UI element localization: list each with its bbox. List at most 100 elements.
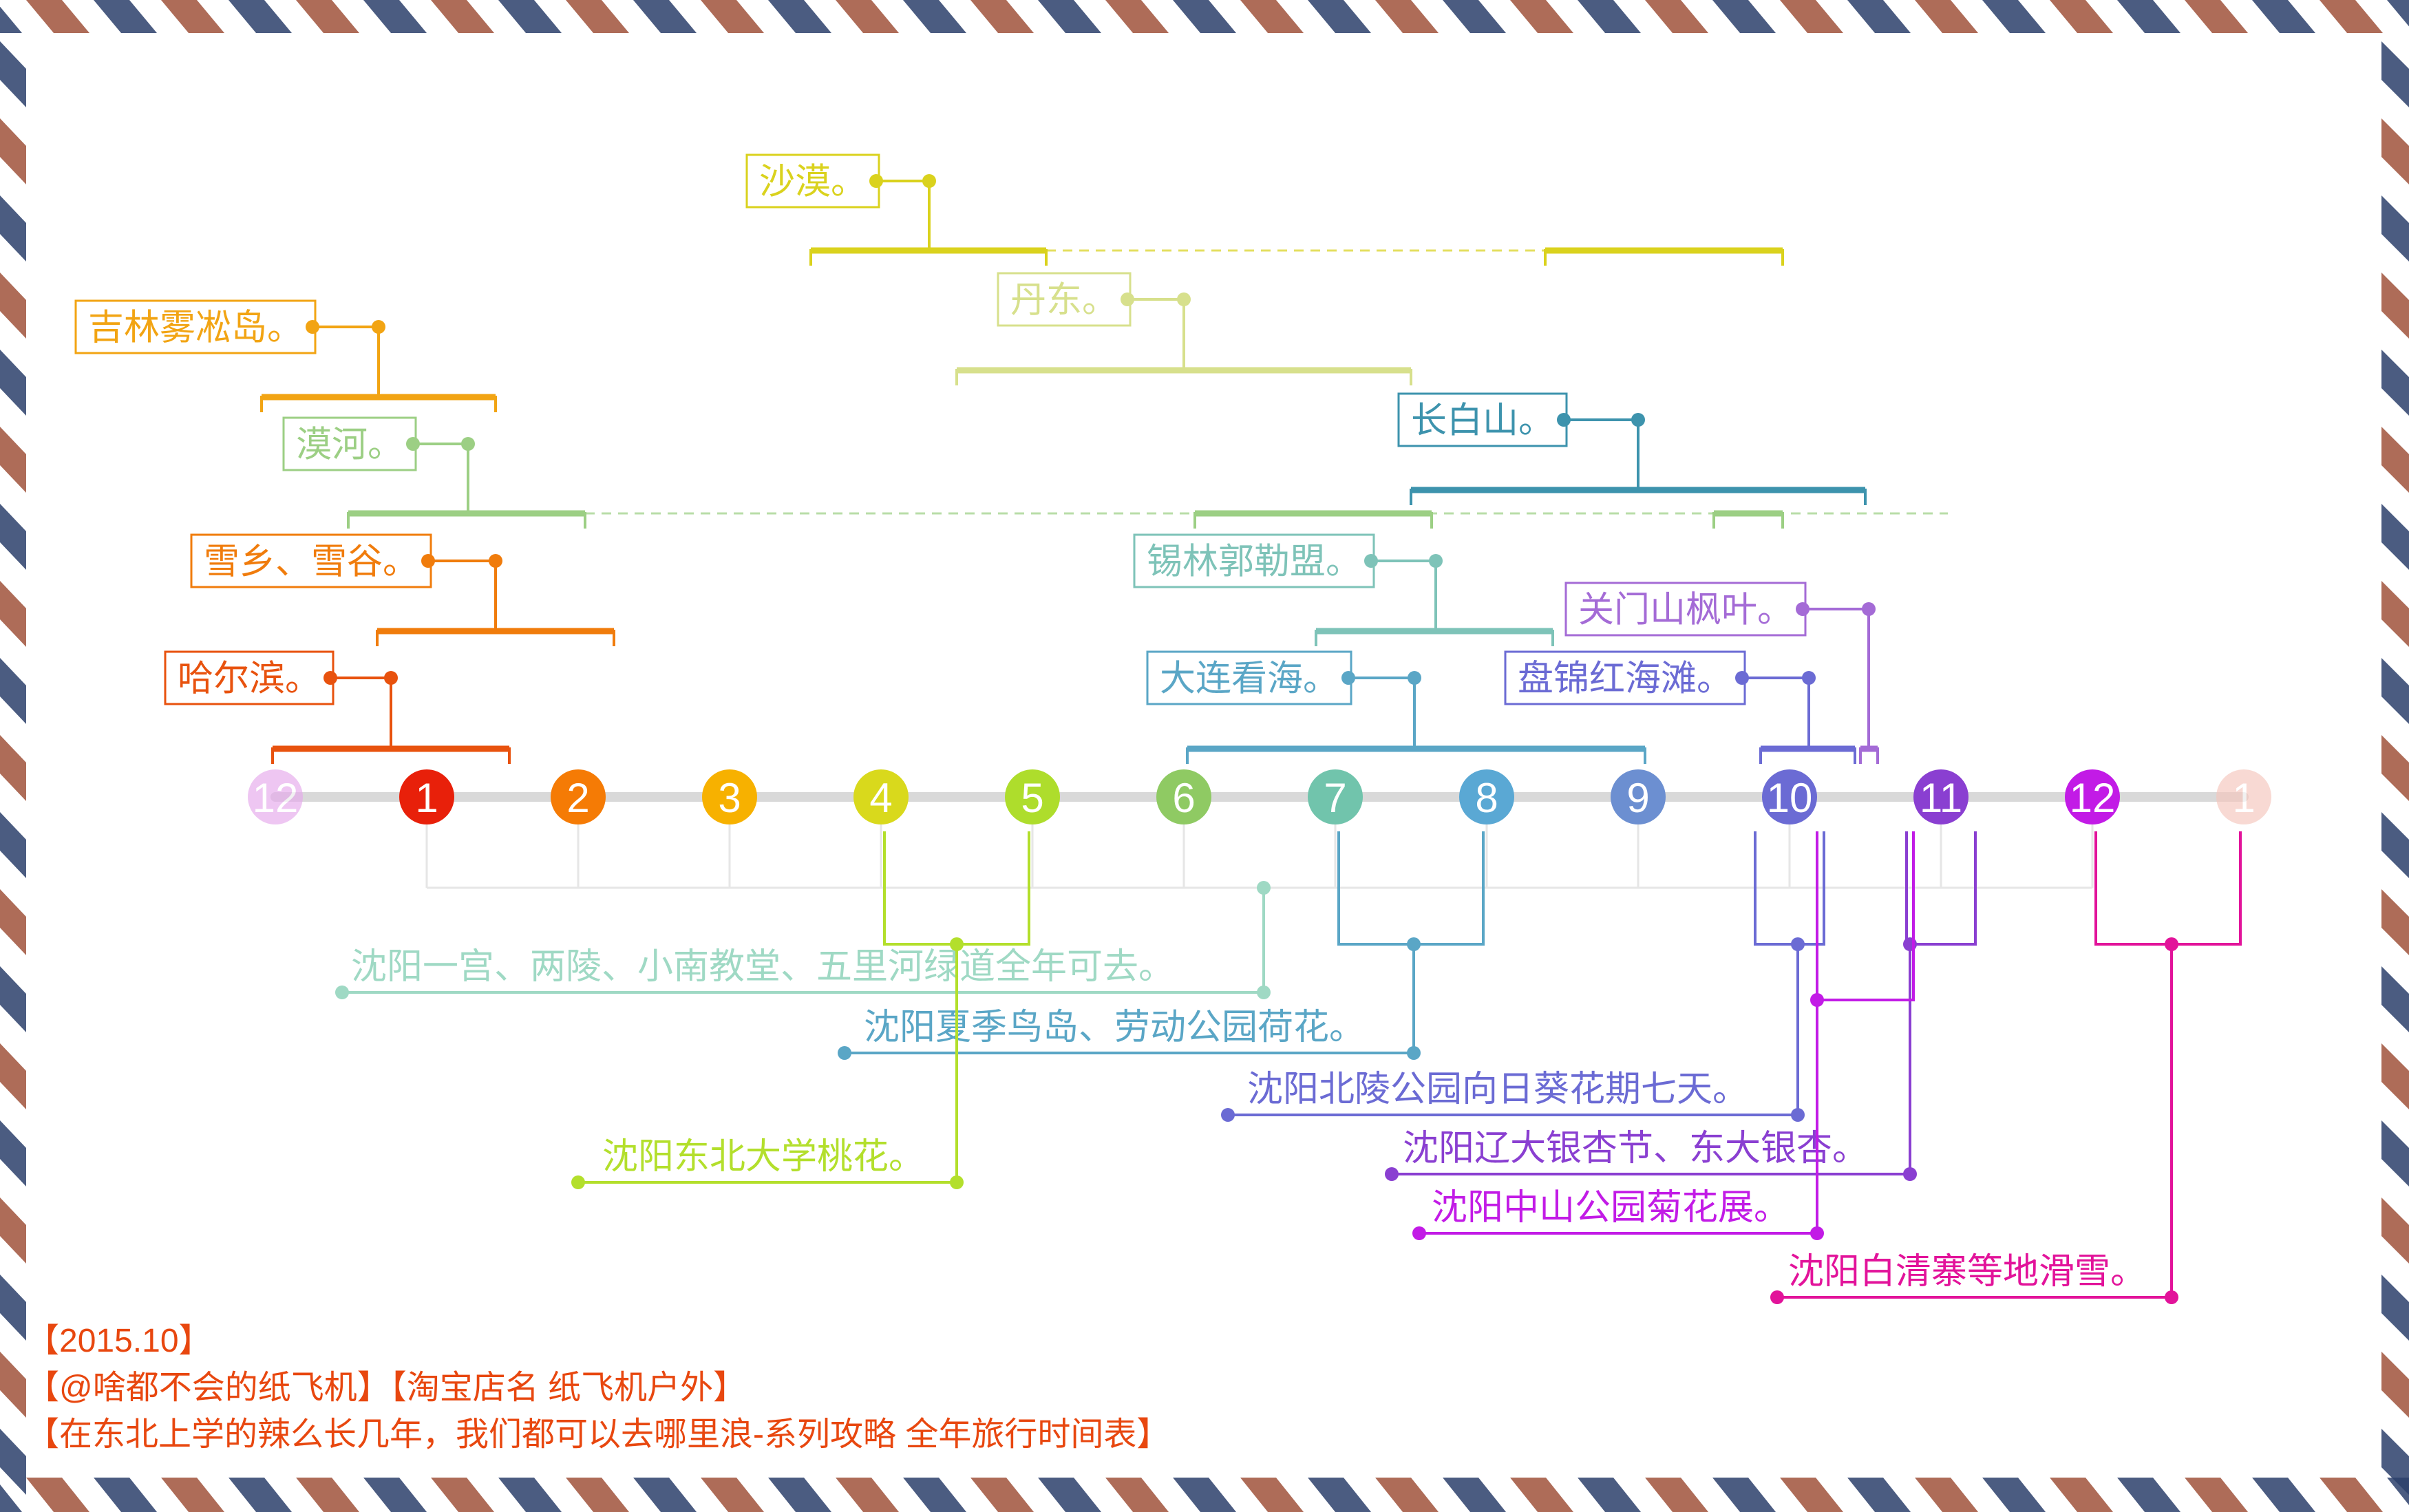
border-stripe-top [701, 0, 764, 33]
footer-author: 【@啥都不会的纸飞机】【淘宝店名 纸飞机户外】 [26, 1370, 747, 1406]
border-stripe-left [0, 1275, 26, 1341]
border-stripe-top [94, 0, 157, 33]
border-stripe-top [1443, 0, 1506, 33]
border-stripe-right [2381, 812, 2409, 878]
border-stripe-bottom [431, 1478, 494, 1512]
border-stripe-top [566, 0, 629, 33]
month-circle [2216, 769, 2271, 824]
month-circle [1156, 769, 1211, 824]
destination-label: 沈阳北陵公园向日葵花期七天。 [1247, 1069, 1748, 1110]
destination-label: 哈尔滨。 [178, 659, 321, 700]
border-stripe-top [1712, 0, 1776, 33]
connector-dot [571, 1175, 585, 1189]
footer-date: 【2015.10】 [26, 1323, 212, 1359]
border-stripe-bottom [768, 1478, 831, 1512]
border-stripe-left [0, 735, 26, 801]
month-circle [1611, 769, 1666, 824]
border-stripe-bottom [1982, 1478, 2046, 1512]
upper-destination: 沙漠。 [745, 153, 1784, 266]
month-circle [2065, 769, 2120, 824]
border-stripe-bottom [1578, 1478, 1641, 1512]
border-stripe-left [0, 273, 26, 339]
border-stripe-right [2381, 735, 2409, 801]
border-stripe-top [1375, 0, 1439, 33]
border-stripe-top [431, 0, 494, 33]
upper-destination: 哈尔滨。 [164, 650, 511, 764]
border-stripe-top [2050, 0, 2113, 33]
month-label: 10 [1767, 775, 1813, 821]
month-label: 2 [566, 775, 589, 821]
month-marker: 12 [248, 769, 303, 824]
month-marker: 9 [1611, 769, 1666, 824]
destination-label: 雪乡、雪谷。 [204, 542, 418, 583]
destination-box [74, 299, 317, 354]
border-stripe-right [2381, 195, 2409, 262]
month-label: 3 [718, 775, 741, 821]
border-stripe-top [2185, 0, 2248, 33]
destination-label: 关门山枫叶。 [1578, 590, 1793, 631]
border-stripe-right [2381, 581, 2409, 647]
month-circle [1913, 769, 1968, 824]
month-circle [1308, 769, 1363, 824]
border-stripe-top [1240, 0, 1304, 33]
border-stripe-bottom [498, 1478, 562, 1512]
upper-destination: 丹东。 [955, 272, 1412, 385]
border-stripe-left [0, 812, 26, 878]
border-stripe-right [2381, 1120, 2409, 1186]
destination-label: 沈阳东北大学桃花。 [602, 1136, 924, 1178]
border-stripe-top [1645, 0, 1708, 33]
border-stripe-bottom [2320, 1478, 2383, 1512]
upper-destination: 大连看海。 [1146, 650, 1646, 764]
border-stripe-left [0, 195, 26, 262]
border-stripe-right [2381, 1429, 2409, 1495]
border-stripe-left [0, 1043, 26, 1109]
border-stripe-bottom [903, 1478, 966, 1512]
connector-dot [838, 1046, 851, 1060]
border-stripe-top [1982, 0, 2046, 33]
border-stripe-bottom [0, 1484, 22, 1512]
connector-dot [1903, 1167, 1917, 1181]
border-stripe-top [1308, 0, 1371, 33]
destination-label: 沈阳中山公园菊花展。 [1432, 1187, 1790, 1228]
border-stripe-top [836, 0, 899, 33]
destination-label: 沙漠。 [759, 162, 867, 203]
border-stripe-bottom [26, 1478, 89, 1512]
destination-label: 大连看海。 [1160, 659, 1339, 700]
border-stripe-right [2381, 273, 2409, 339]
border-stripe-right [2381, 427, 2409, 493]
border-stripe-bottom [161, 1478, 224, 1512]
border-stripe-bottom [1712, 1478, 1776, 1512]
border-stripe-top [498, 0, 562, 33]
month-marker: 11 [1913, 769, 1968, 824]
border-stripe-bottom [229, 1478, 292, 1512]
footer-title: 【在东北上学的辣么长几年，我们都可以去哪里浪-系列攻略 全年旅行时间表】 [26, 1416, 1170, 1453]
month-circle [1762, 769, 1817, 824]
border-stripe-left [0, 966, 26, 1032]
border-stripe-left [0, 1120, 26, 1186]
destination-label: 沈阳辽大银杏节、东大银杏。 [1403, 1128, 1868, 1169]
month-label: 4 [869, 775, 892, 821]
border-stripe-bottom [633, 1478, 697, 1512]
lower-destination: 沈阳白清寨等地滑雪。 [1770, 831, 2242, 1304]
border-stripe-top [1510, 0, 1573, 33]
destination-label: 盘锦红海滩。 [1518, 659, 1732, 700]
destination-box [190, 533, 432, 588]
destination-label: 沈阳一宫、两陵、小南教堂、五里河绿道全年可去。 [351, 946, 1174, 988]
month-circle [551, 769, 606, 824]
border-stripe-top [1578, 0, 1641, 33]
destination-label: 丹东。 [1010, 280, 1118, 321]
border-stripe-bottom [363, 1478, 427, 1512]
border-stripe-right [2381, 41, 2409, 107]
border-stripe-left [0, 1352, 26, 1418]
border-stripe-top [229, 0, 292, 33]
month-marker: 6 [1156, 769, 1211, 824]
month-circle [248, 769, 303, 824]
destination-box [1133, 533, 1375, 588]
month-span-bracket [1816, 831, 1915, 1001]
connector-dot [1791, 1108, 1805, 1122]
month-circle [399, 769, 454, 824]
border-stripe-top [296, 0, 359, 33]
month-span-bracket [2094, 831, 2242, 946]
